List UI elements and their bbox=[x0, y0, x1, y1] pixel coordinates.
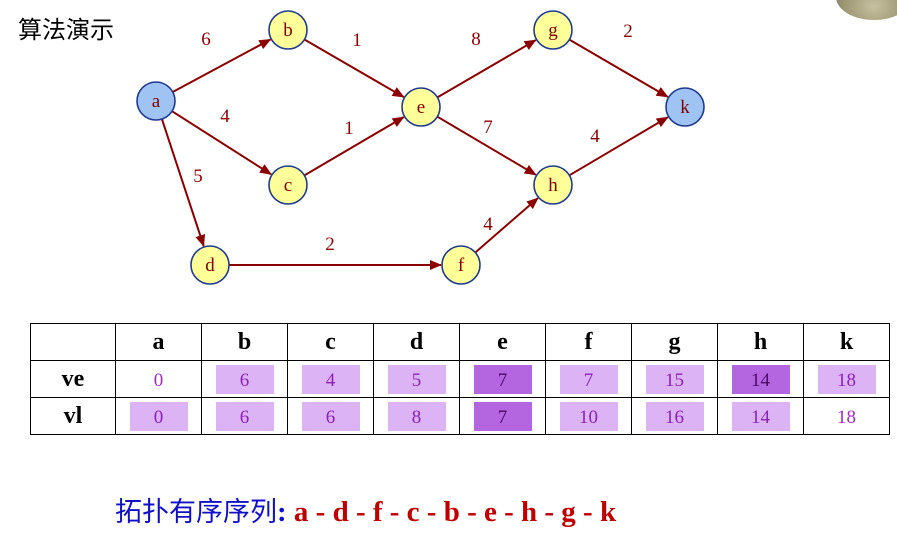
table-cell: 5 bbox=[373, 360, 460, 398]
table-cell: 10 bbox=[545, 397, 632, 435]
column-header-h: h bbox=[717, 323, 804, 361]
table-cell: 6 bbox=[201, 360, 288, 398]
node-label-b: b bbox=[283, 20, 293, 41]
node-label-g: g bbox=[548, 20, 558, 41]
cell-value-ve-a: 0 bbox=[153, 369, 164, 391]
edge-c-e bbox=[303, 116, 405, 177]
node-label-d: d bbox=[205, 255, 215, 276]
cell-value-ve-e: 7 bbox=[473, 364, 532, 394]
cell-value-vl-b: 6 bbox=[215, 401, 274, 431]
table-cell: 7 bbox=[459, 360, 546, 398]
table-cell: 0 bbox=[115, 397, 202, 435]
column-header-g: g bbox=[631, 323, 718, 361]
node-a bbox=[136, 81, 176, 121]
dag-diagram: 6 4 5 1 1 2 8 7 4 2 4 a b c d e f g h k bbox=[136, 10, 705, 285]
node-e bbox=[401, 87, 441, 127]
edge-h-k bbox=[568, 116, 669, 177]
table-cell: 7 bbox=[459, 397, 546, 435]
table-cell: 16 bbox=[631, 397, 718, 435]
column-header-k: k bbox=[803, 323, 890, 361]
column-header-e: e bbox=[459, 323, 546, 361]
table-cell: 6 bbox=[287, 397, 374, 435]
cell-value-ve-d: 5 bbox=[387, 364, 446, 394]
edge-a-c bbox=[171, 110, 272, 176]
node-label-a: a bbox=[152, 91, 161, 112]
topological-order-label: 拓扑有序序列 bbox=[115, 497, 277, 528]
table-cell: 18 bbox=[803, 360, 890, 398]
column-header-a: a bbox=[115, 323, 202, 361]
node-label-e: e bbox=[417, 97, 425, 118]
edge-weight-a-c: 4 bbox=[220, 106, 230, 127]
table-cell: 0 bbox=[115, 360, 202, 398]
edge-f-h bbox=[474, 197, 539, 254]
table-cell: 4 bbox=[287, 360, 374, 398]
corner-logo bbox=[836, 0, 897, 20]
edge-a-d bbox=[160, 118, 206, 247]
edge-e-g bbox=[436, 39, 537, 99]
node-c bbox=[268, 165, 308, 205]
column-header-d: d bbox=[373, 323, 460, 361]
edge-b-e bbox=[303, 38, 405, 98]
column-header-c: c bbox=[287, 323, 374, 361]
node-label-k: k bbox=[680, 97, 690, 118]
edge-weight-g-k: 2 bbox=[623, 21, 633, 42]
table-cell: 14 bbox=[717, 397, 804, 435]
cell-value-ve-g: 15 bbox=[645, 364, 704, 394]
cell-value-ve-k: 18 bbox=[817, 364, 876, 394]
edge-weight-b-e: 1 bbox=[352, 30, 362, 51]
node-b bbox=[268, 10, 308, 50]
table-cell: 14 bbox=[717, 360, 804, 398]
cell-value-vl-f: 10 bbox=[559, 401, 618, 431]
cell-value-vl-h: 14 bbox=[731, 401, 790, 431]
node-label-f: f bbox=[458, 255, 465, 276]
edge-weight-d-f: 2 bbox=[325, 234, 335, 255]
row-label: ve bbox=[30, 360, 116, 398]
node-d bbox=[190, 245, 230, 285]
topological-order-sequence: a - d - f - c - b - e - h - g - k bbox=[293, 496, 617, 528]
page-title: 算法演示 bbox=[18, 16, 114, 44]
node-h bbox=[533, 165, 573, 205]
topological-order: 拓扑有序序列: a - d - f - c - b - e - h - g - … bbox=[115, 490, 616, 529]
edge-weight-c-e: 1 bbox=[344, 118, 354, 139]
cell-value-vl-c: 6 bbox=[301, 401, 360, 431]
table-cell: 15 bbox=[631, 360, 718, 398]
row-label: vl bbox=[30, 397, 116, 435]
node-g bbox=[533, 10, 573, 50]
topological-order-colon: : bbox=[277, 496, 287, 528]
node-label-c: c bbox=[284, 175, 292, 196]
edge-weight-a-b: 6 bbox=[201, 29, 211, 50]
cell-value-ve-f: 7 bbox=[559, 364, 618, 394]
cell-value-vl-e: 7 bbox=[473, 401, 532, 431]
node-label-h: h bbox=[548, 175, 558, 196]
node-k bbox=[665, 87, 705, 127]
edge-weight-f-h: 4 bbox=[483, 214, 493, 235]
edge-weight-e-h: 7 bbox=[483, 117, 493, 138]
edge-g-k bbox=[568, 38, 669, 98]
column-header-f: f bbox=[545, 323, 632, 361]
edge-weight-h-k: 4 bbox=[590, 126, 600, 147]
cell-value-vl-g: 16 bbox=[645, 401, 704, 431]
edge-weight-a-d: 5 bbox=[193, 166, 203, 187]
cell-value-ve-h: 14 bbox=[731, 364, 790, 394]
cell-value-vl-a: 0 bbox=[129, 401, 188, 431]
table-cell: 18 bbox=[803, 397, 890, 435]
table-cell: 8 bbox=[373, 397, 460, 435]
edge-a-b bbox=[172, 38, 272, 93]
cell-value-vl-k: 18 bbox=[837, 406, 856, 428]
table-cell: 7 bbox=[545, 360, 632, 398]
edge-e-h bbox=[436, 115, 537, 176]
cell-value-vl-d: 8 bbox=[387, 401, 446, 431]
column-header-b: b bbox=[201, 323, 288, 361]
cell-value-ve-c: 4 bbox=[301, 364, 360, 394]
cell-value-ve-b: 6 bbox=[215, 364, 274, 394]
edge-weight-e-g: 8 bbox=[471, 29, 481, 50]
node-f bbox=[441, 245, 481, 285]
table-corner-cell bbox=[30, 323, 116, 361]
table-cell: 6 bbox=[201, 397, 288, 435]
